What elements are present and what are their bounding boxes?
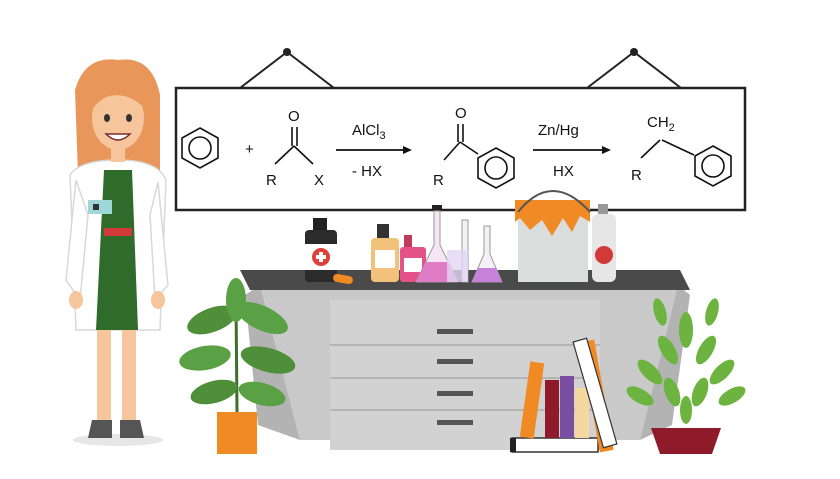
paint-bucket-icon [515, 190, 591, 282]
medicine-bottle-icon [305, 218, 353, 285]
books-icon [510, 337, 618, 453]
alkylbenzene-product: CH2 R [631, 114, 732, 187]
flask-icon [371, 205, 503, 283]
step2-reagent: Zn/Hg [538, 122, 579, 139]
aryl-ketone: O R [433, 105, 515, 189]
step1-catalyst: AlCl3 [352, 122, 386, 142]
spray-bottle-icon [592, 204, 616, 282]
acyl-o-label: O [288, 108, 300, 125]
ketone-r-label: R [433, 172, 444, 189]
arrow-step1: AlCl3 - HX [336, 122, 412, 180]
benzene-reactant [181, 127, 219, 169]
lab-counter [240, 270, 690, 450]
step2-acid: HX [553, 163, 574, 180]
step1-byproduct: - HX [352, 163, 382, 180]
fern-plant-icon [626, 298, 746, 454]
acyl-halide: O R X [266, 108, 324, 189]
acyl-r-label: R [266, 172, 277, 189]
ketone-o-label: O [455, 105, 467, 122]
plus-sign: + [245, 141, 254, 158]
product-ch2-label: CH2 [647, 114, 675, 134]
acyl-x-label: X [314, 172, 324, 189]
potted-plant-icon [179, 278, 296, 454]
arrow-step2: Zn/Hg HX [533, 122, 611, 180]
board-hanger [239, 48, 682, 89]
scientist-figure [65, 59, 169, 446]
product-r-label: R [631, 167, 642, 184]
